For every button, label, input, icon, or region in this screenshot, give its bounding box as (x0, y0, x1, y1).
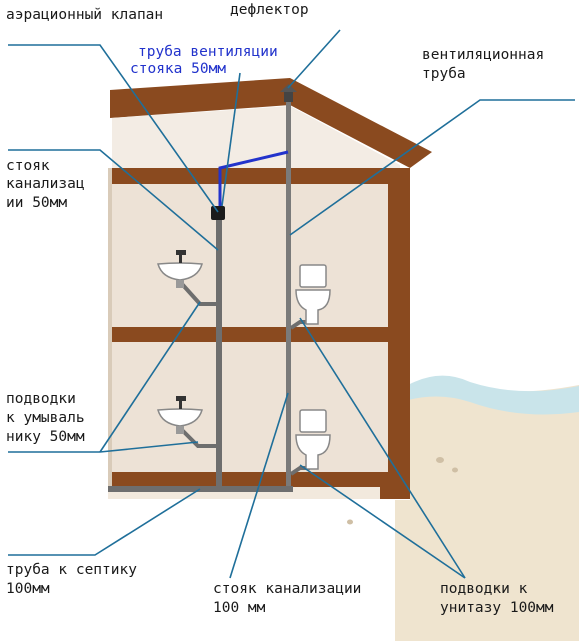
label-sewer-riser-100-line1: стояк канализации (213, 581, 362, 597)
label-vent-pipe-line1: вентиляционная (422, 47, 545, 63)
lower-toilet (295, 409, 331, 470)
leader-sewer-riser-50 (8, 149, 219, 251)
ground-pebble (436, 457, 444, 463)
leader-sink-upper (99, 301, 201, 453)
leader-lines (8, 29, 575, 579)
leader-vent-riser (221, 72, 241, 207)
upper-sink-drain (180, 282, 216, 306)
leader-sewer-riser-100 (229, 392, 289, 579)
upper-sink (157, 250, 203, 288)
middle-floor-slab (110, 327, 410, 342)
label-sewer-riser-50-line3: ии 50мм (6, 195, 68, 211)
leader-toilet-lower (299, 464, 466, 579)
septic-pipe (108, 486, 293, 492)
label-vent-riser-pipe-line1: труба вентиляции (138, 44, 278, 60)
label-sewer-riser-50-line1: стояк (6, 158, 50, 174)
label-sewer-riser-100-line2: 100 мм (213, 600, 266, 616)
pipes (108, 100, 310, 492)
label-toilet-supply-line1: подводки к (440, 581, 528, 597)
leader-sink-lower (8, 441, 199, 453)
upper-toilet (295, 264, 331, 325)
lower-room (112, 342, 388, 472)
label-sink-supply-line3: нику 50мм (6, 429, 85, 445)
aeration-valve (211, 206, 225, 220)
attic-floor-slab (110, 168, 410, 184)
sewer-riser-50-pipe (216, 218, 222, 488)
label-sink-supply-line1: подводки (6, 391, 76, 407)
vent-pipe (286, 100, 291, 490)
leader-deflector (287, 29, 341, 89)
ground-pebble (452, 467, 458, 473)
right-wall (388, 168, 410, 498)
leader-septic (8, 488, 201, 556)
house-walls (108, 168, 410, 499)
upper-room (112, 184, 388, 327)
lower-sink-drain (180, 428, 216, 448)
label-vent-pipe-line2: труба (422, 66, 466, 82)
ground-pebble (494, 585, 500, 591)
label-sewer-riser-50-line2: канализац (6, 176, 85, 192)
label-deflector: дефлектор (230, 2, 309, 18)
leader-aeration-valve (8, 44, 219, 213)
right-wall-foot (380, 485, 410, 499)
label-septic-pipe-line2: 100мм (6, 581, 50, 597)
ground (347, 375, 579, 641)
label-vent-riser-pipe-line2: стояка 50мм (130, 61, 227, 77)
left-wall-edge (108, 168, 112, 488)
label-septic-pipe-line1: труба к септику (6, 562, 137, 578)
leader-vent-pipe (289, 99, 575, 236)
basement-slab (110, 472, 410, 487)
label-toilet-supply-line2: унитазу 100мм (440, 600, 554, 616)
lower-sink (157, 396, 203, 434)
label-aeration-valve: аэрационный клапан (6, 7, 164, 23)
roof (110, 78, 432, 170)
leader-toilet-upper (299, 317, 466, 579)
label-sink-supply-line2: к умываль (6, 410, 85, 426)
vent-riser-connection (218, 150, 289, 208)
ground-pebble (347, 519, 353, 525)
